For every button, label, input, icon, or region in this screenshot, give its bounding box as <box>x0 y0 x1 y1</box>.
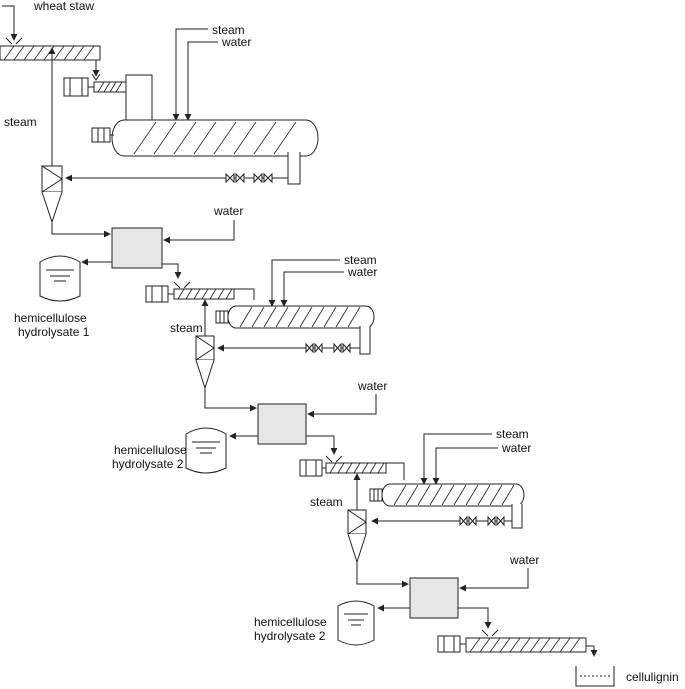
filter-2 <box>257 403 307 445</box>
wash-water-3 <box>459 568 529 592</box>
product-bin <box>575 666 615 687</box>
steam-label-3b: steam <box>310 495 343 509</box>
hydrolysate-tank-3 <box>337 600 375 646</box>
motor-1b <box>91 127 114 143</box>
cyclone-out-3 <box>356 562 409 588</box>
motor-3b <box>369 488 383 502</box>
steam-label-2b: steam <box>170 321 203 335</box>
motor-3 <box>299 459 328 477</box>
screw-conveyor-1 <box>0 45 101 61</box>
water-label-3: water <box>501 441 531 455</box>
reactor-1-outlet <box>287 152 301 185</box>
water-label-2: water <box>347 265 377 279</box>
hydrolysate-tank-1 <box>39 255 81 302</box>
hopper-1b <box>91 73 101 81</box>
feed-label: wheat staw <box>33 0 94 13</box>
tank-1-label-a: hemicellulose <box>14 311 87 325</box>
water-label-2b: water <box>357 379 387 393</box>
stage-2: steam water steam water <box>112 253 387 474</box>
cyclone-3 <box>347 509 367 564</box>
hopper-2 <box>173 281 191 289</box>
steam-line-1 <box>172 28 208 121</box>
reactor-3 <box>381 483 525 507</box>
stage-1: wheat staw steam water <box>0 0 319 339</box>
plug-feeder-2 <box>234 288 255 300</box>
cyclone-2 <box>195 335 215 390</box>
tank-2-label-a: hemicellulose <box>114 443 187 457</box>
motor-2 <box>145 285 174 303</box>
water-line-3 <box>432 447 498 485</box>
filter-3 <box>409 577 459 619</box>
hopper-4 <box>481 629 499 637</box>
motor-1 <box>63 77 94 97</box>
water-label-1b: water <box>213 204 243 218</box>
reactor-1 <box>111 119 319 157</box>
steam-line-3 <box>420 433 492 485</box>
screw-conveyor-3 <box>325 462 387 474</box>
hopper-1 <box>5 37 23 45</box>
valves-1 <box>225 172 273 184</box>
steam-line-2 <box>268 259 340 307</box>
tank-2-label-b: hydrolysate 2 <box>112 457 184 471</box>
steam-label-1: steam <box>212 23 245 37</box>
steam-label-3: steam <box>496 427 529 441</box>
water-line-2 <box>280 271 344 307</box>
solids-line-1 <box>162 263 182 279</box>
tank-3-label-a: hemicellulose <box>254 615 327 629</box>
reactor-2 <box>227 305 375 329</box>
stage-3: steam water steam water <box>254 427 679 687</box>
screw-conveyor-2 <box>173 288 235 300</box>
feed-line <box>2 5 18 41</box>
solids-line-2 <box>306 435 338 455</box>
product-label: cellulignin <box>626 670 679 684</box>
tank-1-label-b: hydrolysate 1 <box>18 325 90 339</box>
cyclone-out-1 <box>51 222 111 238</box>
filter-1 <box>111 227 163 269</box>
plug-feeder-1 <box>125 74 153 124</box>
water-line-1 <box>184 41 218 121</box>
screw-feeder-1 <box>93 81 127 93</box>
screw-conveyor-4 <box>465 637 587 653</box>
tank-3-label-b: hydrolysate 2 <box>254 629 326 643</box>
motor-4 <box>437 635 466 653</box>
water-label-1: water <box>221 35 251 49</box>
product-discharge <box>586 645 598 657</box>
steam-label-1b: steam <box>4 115 37 129</box>
cyclone-out-2 <box>204 388 257 412</box>
reactor-3-outlet <box>511 504 523 529</box>
motor-2b <box>215 310 229 324</box>
hopper-3 <box>325 455 343 463</box>
plug-feeder-3 <box>386 462 405 480</box>
wash-water-1 <box>163 220 235 244</box>
water-label-3b: water <box>509 553 539 567</box>
valves-2 <box>305 342 351 354</box>
wash-water-2 <box>307 394 377 418</box>
steam-label-2: steam <box>344 253 377 267</box>
valves-3 <box>459 515 505 527</box>
cyclone-1 <box>41 165 63 224</box>
reactor-2-outlet <box>359 326 371 355</box>
solids-line-3 <box>458 607 492 629</box>
hydrolysate-tank-2 <box>185 427 227 474</box>
